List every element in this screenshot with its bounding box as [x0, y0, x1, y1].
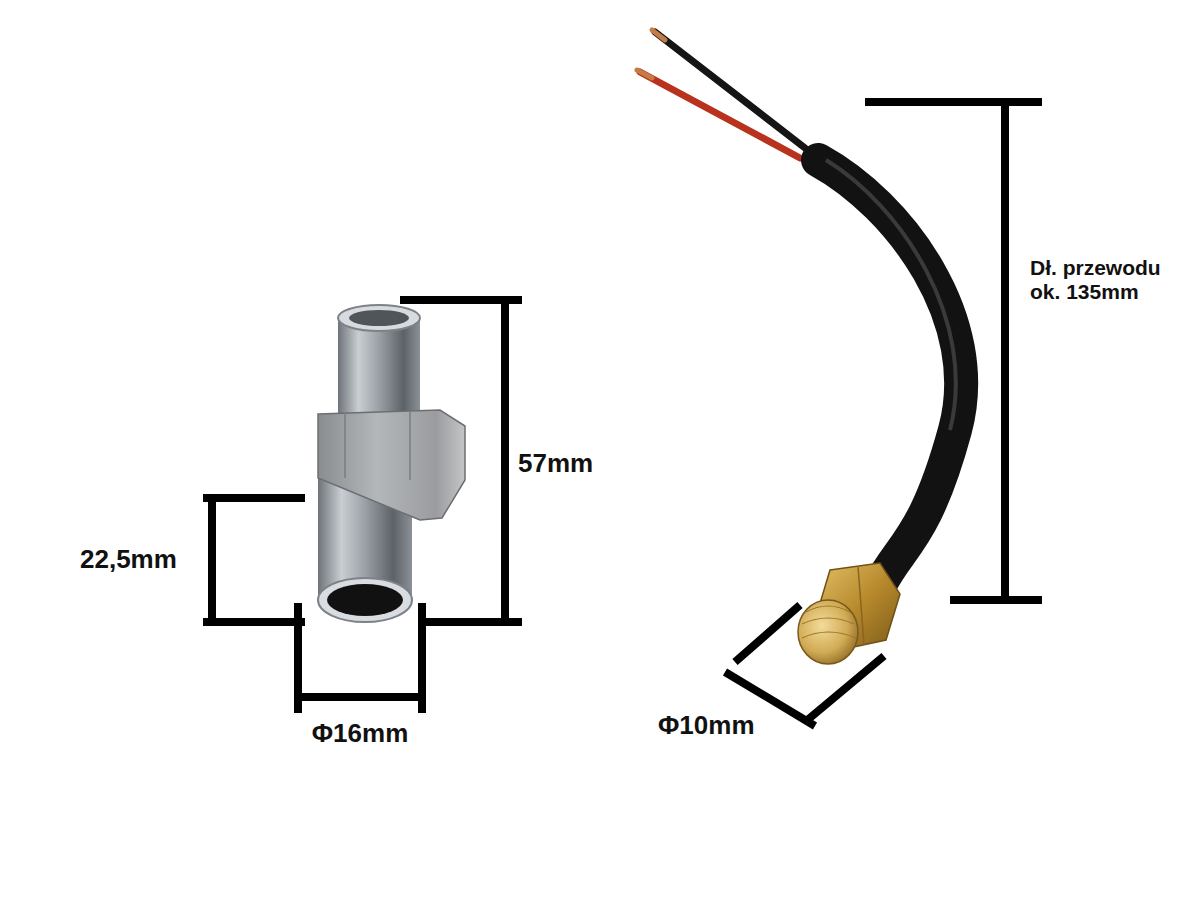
temperature-sensor — [637, 30, 961, 664]
dimension-label: 22,5mm — [80, 545, 177, 575]
pipe-upper — [338, 318, 420, 418]
bracket-16 — [298, 603, 422, 713]
dimension-label: Dł. przewodu ok. 135mm — [1030, 256, 1185, 304]
pipe-top-hole — [349, 310, 409, 326]
hex-boss — [318, 410, 465, 520]
dimension-brackets — [203, 102, 1042, 726]
pipe-bottom-hole — [327, 584, 403, 616]
pipe-bottom-end — [318, 578, 412, 622]
wire-tip — [637, 70, 652, 78]
threaded-tip — [798, 600, 858, 664]
hex-edge — [858, 566, 864, 645]
cable-sheath — [818, 160, 961, 585]
pipe-top-end — [338, 305, 420, 331]
thread-lines — [802, 606, 856, 638]
dimension-label: Φ10mm — [658, 711, 755, 741]
wire-tip — [652, 30, 665, 40]
bracket-135 — [865, 102, 1042, 600]
hose-adapter — [318, 305, 465, 622]
hex-edge — [344, 412, 346, 478]
bracket-10 — [725, 605, 884, 726]
hex-edge — [409, 411, 411, 480]
red-wire — [640, 72, 800, 158]
bracket-57 — [400, 300, 522, 622]
bracket-22-5 — [203, 498, 305, 622]
dimension-label: 57mm — [518, 449, 593, 479]
dimension-label: Φ16mm — [312, 719, 409, 749]
cable-highlight — [826, 160, 956, 430]
